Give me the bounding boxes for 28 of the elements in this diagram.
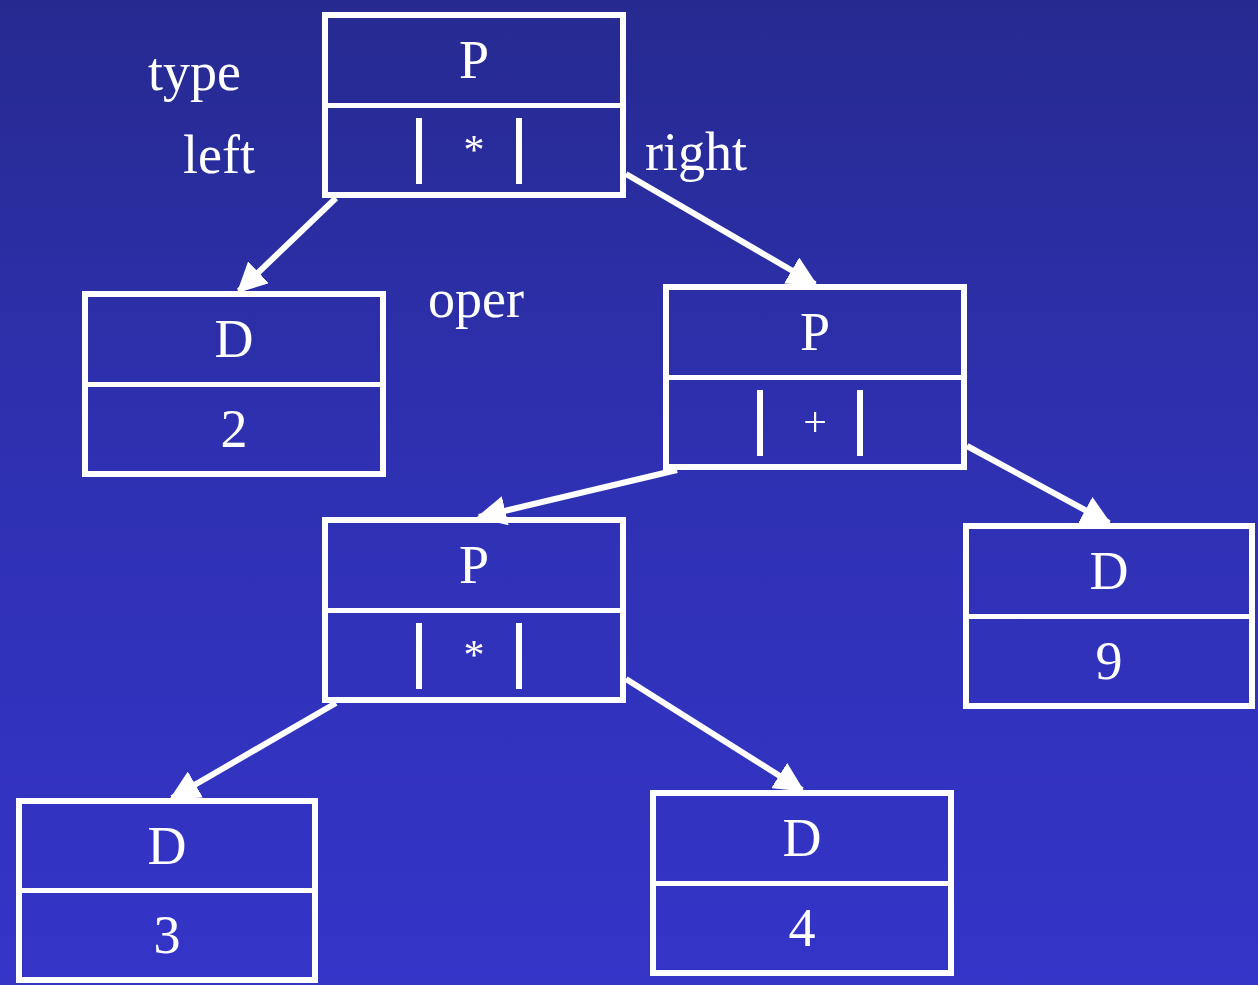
value-text: 3: [153, 908, 181, 962]
arrow: [236, 195, 339, 294]
arrow: [624, 676, 805, 793]
arrow: [169, 700, 338, 801]
node-type-text: D: [214, 312, 254, 367]
arrow: [624, 171, 818, 287]
record-box: [322, 12, 626, 198]
node-type-text: P: [458, 538, 489, 593]
record-box: [663, 284, 967, 470]
node-type-text: P: [458, 33, 489, 88]
record-box: [650, 790, 954, 976]
node-type-text: D: [1089, 544, 1129, 599]
field-label: left: [183, 128, 255, 182]
node-type-text: P: [799, 305, 830, 360]
operator-text: +: [803, 400, 827, 443]
operator-text: *: [463, 128, 485, 171]
arrow: [965, 443, 1112, 526]
operator-text: *: [463, 633, 485, 676]
record-box: [963, 523, 1255, 709]
value-text: 9: [1095, 633, 1123, 688]
value-text: 2: [220, 401, 248, 456]
value-text: 4: [788, 900, 816, 955]
record-box: [82, 291, 386, 477]
node-type-text: D: [147, 819, 187, 873]
record-box: [322, 517, 626, 703]
record-box: [16, 798, 318, 983]
node-type-text: D: [782, 811, 822, 866]
arrow: [476, 467, 678, 526]
